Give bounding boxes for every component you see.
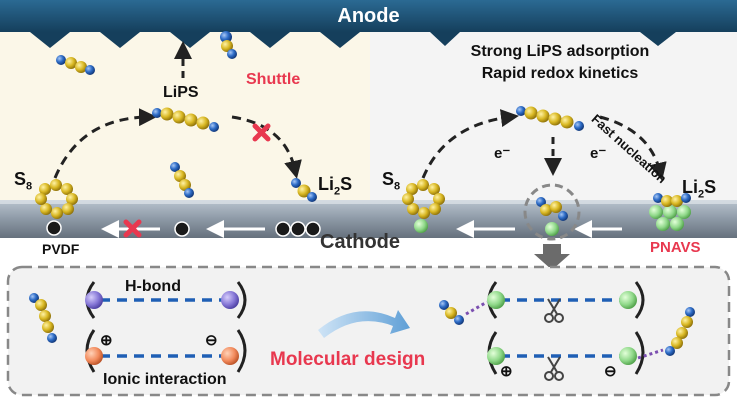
lips-chain-center — [152, 107, 219, 132]
cation-site — [85, 347, 103, 365]
right-title-1: Strong LiPS adsorption — [470, 43, 650, 60]
lips-chain-top — [56, 55, 95, 75]
highlight-circle — [523, 183, 581, 241]
right-title-2: Rapid redox kinetics — [481, 65, 639, 82]
scissors-icon — [544, 356, 564, 381]
polymer-chain-l3 — [236, 281, 247, 319]
li2s-left — [291, 178, 317, 202]
shuttle-label: Shuttle — [246, 71, 301, 88]
hbond-acceptor — [221, 291, 239, 309]
adsorbed-lips — [536, 197, 568, 236]
electron-label-left: e⁻ — [494, 145, 511, 162]
li2s-label-right: Li2S — [682, 177, 717, 201]
ionic-interaction-label: Ionic interaction — [103, 371, 227, 388]
cathode-black-dots — [174, 221, 321, 237]
pnavs-site-4 — [619, 347, 637, 365]
dashed-arrow-lips-to-li2s — [231, 115, 302, 179]
anode-teeth-right — [370, 32, 676, 46]
lips-chain-anode — [220, 31, 237, 59]
anion-site — [221, 347, 239, 365]
polymer-chain-r4 — [634, 331, 645, 375]
pnavs-label: PNAVS — [650, 239, 701, 256]
cathode-label: Cathode — [320, 231, 400, 253]
li2s-right-cluster — [649, 193, 691, 231]
anode-bar — [0, 0, 737, 32]
dashed-arrow-r-lips-to-li2s — [599, 115, 667, 181]
pnavs-site-1 — [487, 291, 505, 309]
minus-sign-left: ⊖ — [205, 332, 218, 349]
lips-chain-small — [170, 162, 194, 198]
polymer-chain-l4 — [236, 329, 247, 373]
s8-ring-left — [35, 179, 78, 236]
down-arrow-to-design — [534, 244, 570, 270]
cathode-bar — [0, 200, 737, 238]
bottom-lips-left — [29, 293, 57, 343]
hbond-label: H-bond — [125, 278, 181, 295]
pnavs-site-2 — [619, 291, 637, 309]
pnavs-site-3 — [487, 347, 505, 365]
lips-label: LiPS — [163, 84, 199, 101]
pvdf-label: PVDF — [42, 241, 80, 257]
anode-title: Anode — [337, 5, 400, 27]
plus-sign-left: ⊕ — [100, 332, 113, 349]
lips-interaction-2 — [637, 348, 664, 360]
s8-label-left: S8 — [14, 169, 33, 193]
plus-sign-right: ⊕ — [500, 363, 513, 380]
bottom-lips-right-1 — [439, 300, 464, 325]
scissors-icon — [544, 298, 564, 323]
bottom-lips-right-2 — [665, 307, 695, 356]
s8-label-right: S8 — [382, 169, 401, 193]
li2s-label-left: Li2S — [318, 174, 353, 198]
molecular-design-label: Molecular design — [270, 349, 426, 370]
dashed-arrow-r-s8-to-lips — [421, 109, 519, 179]
hbond-donor — [85, 291, 103, 309]
s8-ring-right — [402, 179, 445, 233]
electron-label-right: e⁻ — [590, 145, 607, 162]
curved-blue-arrow — [318, 310, 410, 338]
blocked-cross-left — [252, 123, 271, 142]
minus-sign-right: ⊖ — [604, 363, 617, 380]
lips-interaction-1 — [465, 300, 488, 316]
lips-chain-right — [516, 106, 584, 131]
polymer-chain-r3 — [634, 281, 645, 319]
anode-teeth-left — [30, 32, 360, 48]
blocked-cross-cathode — [123, 219, 142, 238]
